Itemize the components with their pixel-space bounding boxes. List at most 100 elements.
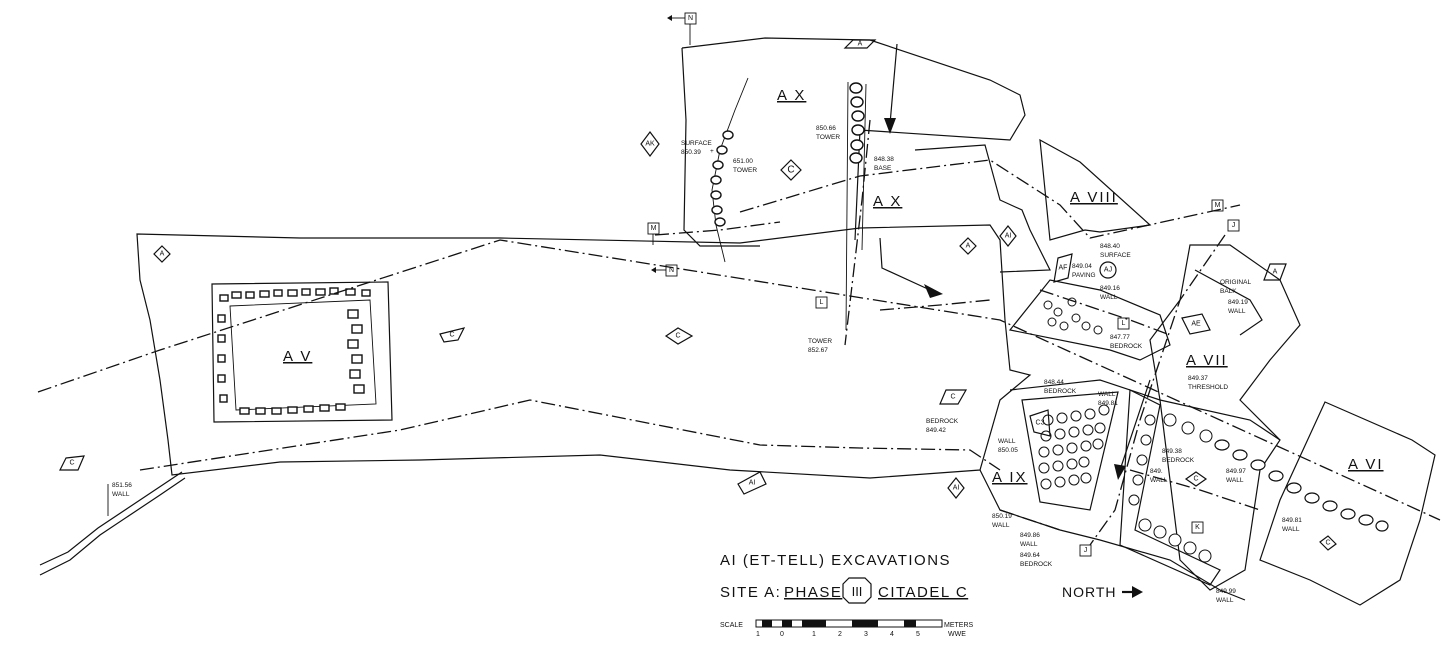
- title-block: AI (ET-TELL) EXCAVATIONS SITE A: PHASE I…: [720, 552, 967, 604]
- svg-text:AK: AK: [645, 141, 655, 148]
- svg-text:TOWER: TOWER: [808, 338, 832, 345]
- north-arrow: NORTH: [1062, 584, 1143, 600]
- svg-text:ORIGINAL: ORIGINAL: [1220, 279, 1251, 286]
- scale-label: SCALE: [720, 622, 743, 629]
- marker-a-top: A: [843, 39, 877, 49]
- marker-c-mid: C: [664, 327, 694, 345]
- svg-text:C: C: [449, 332, 454, 339]
- north-arrow-icon: [1132, 586, 1143, 598]
- scale-tick-4: 3: [864, 631, 868, 638]
- svg-text:WALL: WALL: [1228, 308, 1246, 315]
- svg-text:850.19: 850.19: [992, 513, 1012, 520]
- anno-bedrock-847: 847.77 BEDROCK: [1110, 334, 1143, 350]
- marker-m-left: M: [647, 222, 660, 245]
- anno-original-balk: ORIGINAL BALK: [1220, 279, 1251, 295]
- marker-a-right: A: [1263, 263, 1287, 281]
- anno-bedrock-848-44: 848.44 BEDROCK: [1044, 379, 1077, 395]
- marker-aj: AJ: [1099, 261, 1117, 279]
- ax-tower-wall-east: [845, 81, 867, 331]
- svg-text:851.56: 851.56: [112, 482, 132, 489]
- title-line-2-numeral: III: [852, 584, 863, 599]
- svg-text:BEDROCK: BEDROCK: [1044, 388, 1077, 395]
- svg-text:BEDROCK: BEDROCK: [926, 418, 959, 425]
- svg-text:C: C: [950, 394, 955, 401]
- title-line-2-phase: PHASE: [784, 584, 842, 601]
- phase-hexagon: [842, 577, 872, 604]
- svg-text:849.16: 849.16: [1100, 285, 1120, 292]
- svg-text:L: L: [1122, 320, 1126, 327]
- svg-text:849.86: 849.86: [1020, 532, 1040, 539]
- anno-wall-849-19: 849.19 WALL: [1228, 299, 1248, 315]
- svg-text:PAVING: PAVING: [1072, 272, 1096, 279]
- area-labels: A V A X A X A VIII A VII A IX A VI: [283, 87, 1384, 486]
- svg-text:TOWER: TOWER: [816, 134, 840, 141]
- svg-text:N: N: [688, 15, 693, 22]
- anno-wall-849-97: 849.97 WALL: [1226, 468, 1246, 484]
- marker-ak: AK: [640, 131, 660, 157]
- svg-text:849.42: 849.42: [926, 427, 946, 434]
- marker-n-top: N: [667, 12, 697, 45]
- marker-ae: AE: [1181, 313, 1211, 335]
- area-label-aviii: A VIII: [1070, 189, 1118, 206]
- anno-wall-849-81b: 849.81 WALL: [1282, 517, 1302, 533]
- svg-text:J: J: [1232, 222, 1236, 229]
- svg-text:A: A: [966, 243, 971, 250]
- southwest-wall: [39, 471, 186, 576]
- svg-text:847.77: 847.77: [1110, 334, 1130, 341]
- svg-text:848.38: 848.38: [874, 156, 894, 163]
- anno-wall-849: 849. WALL: [1150, 468, 1168, 484]
- svg-text:J: J: [1084, 547, 1088, 554]
- svg-text:+: +: [710, 148, 714, 155]
- anno-bedrock-849-38: 849.38 BEDROCK: [1162, 448, 1195, 464]
- svg-text:C: C: [1325, 540, 1330, 547]
- anno-surface-848: 848.40 SURFACE: [1100, 243, 1131, 259]
- marker-k: K: [1191, 521, 1204, 534]
- svg-text:C3: C3: [1036, 420, 1045, 427]
- aix-wall: [1021, 391, 1119, 511]
- svg-text:849.38: 849.38: [1162, 448, 1182, 455]
- scale-tick-5: 4: [890, 631, 894, 638]
- svg-text:WALL: WALL: [1216, 597, 1234, 604]
- area-label-ax-top: A X: [777, 87, 806, 104]
- svg-text:AE: AE: [1191, 321, 1201, 328]
- grid-markers: N N M M L L J: [59, 12, 1337, 557]
- area-label-avi: A VI: [1348, 456, 1384, 473]
- marker-c-left: C: [439, 327, 466, 343]
- scale-tick-3: 2: [838, 631, 842, 638]
- svg-text:K: K: [1195, 524, 1200, 531]
- svg-text:BEDROCK: BEDROCK: [1020, 561, 1053, 568]
- svg-text:AI: AI: [1005, 233, 1012, 240]
- marker-n-mid: N: [651, 264, 678, 277]
- svg-text:BALK: BALK: [1220, 288, 1237, 295]
- anno-tower-852: TOWER 852.67: [808, 338, 832, 354]
- svg-text:850.39: 850.39: [681, 149, 701, 156]
- svg-text:850.05: 850.05: [998, 447, 1018, 454]
- marker-c-avii: C: [1184, 471, 1208, 487]
- area-label-aix: A IX: [992, 469, 1028, 486]
- svg-text:TOWER: TOWER: [733, 167, 757, 174]
- svg-text:C: C: [1193, 476, 1198, 483]
- marker-c-farleft: C: [59, 455, 85, 471]
- svg-text:WALL: WALL: [1282, 526, 1300, 533]
- svg-text:849.99: 849.99: [1216, 588, 1236, 595]
- marker-ai-top: AI: [999, 225, 1017, 247]
- scale-unit: METERS: [944, 622, 974, 629]
- svg-text:AI: AI: [953, 485, 960, 492]
- anno-wall-849-16: 849.16 WALL: [1100, 285, 1120, 301]
- marker-af: AF: [1053, 253, 1073, 283]
- marker-a-topleft: A: [153, 245, 171, 263]
- svg-text:C: C: [787, 165, 794, 176]
- marker-ai-right: AI: [947, 477, 965, 499]
- marker-j-top: J: [1227, 219, 1240, 232]
- scale-bar: SCALE 1 0 1 2 3 4 5 METERS WWE: [720, 619, 974, 638]
- marker-c3: C3: [1029, 409, 1051, 437]
- marker-a-center: A: [959, 237, 977, 255]
- svg-text:651.00: 651.00: [733, 158, 753, 165]
- svg-text:THRESHOLD: THRESHOLD: [1188, 384, 1228, 391]
- svg-text:850.66: 850.66: [816, 125, 836, 132]
- svg-text:849.: 849.: [1150, 468, 1163, 475]
- svg-text:WALL: WALL: [992, 522, 1010, 529]
- anno-wall-849-99: 849.99 WALL: [1216, 588, 1236, 604]
- anno-surface-850: SURFACE 850.39 +: [681, 140, 714, 156]
- anno-threshold: 849.37 THRESHOLD: [1188, 375, 1228, 391]
